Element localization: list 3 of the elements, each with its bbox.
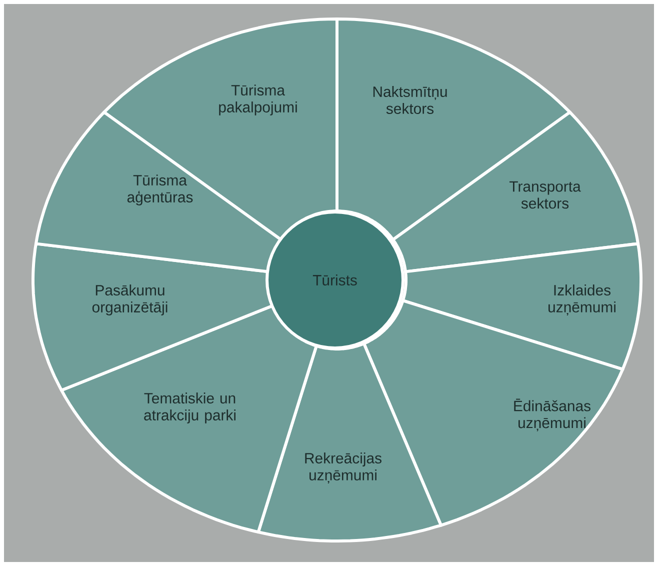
sector: Izklaides uzņēmumi (401, 242, 642, 371)
sector: Rekreācijas uzņēmumi (256, 342, 442, 542)
sector: Pasākumu organizētāji (32, 242, 274, 392)
